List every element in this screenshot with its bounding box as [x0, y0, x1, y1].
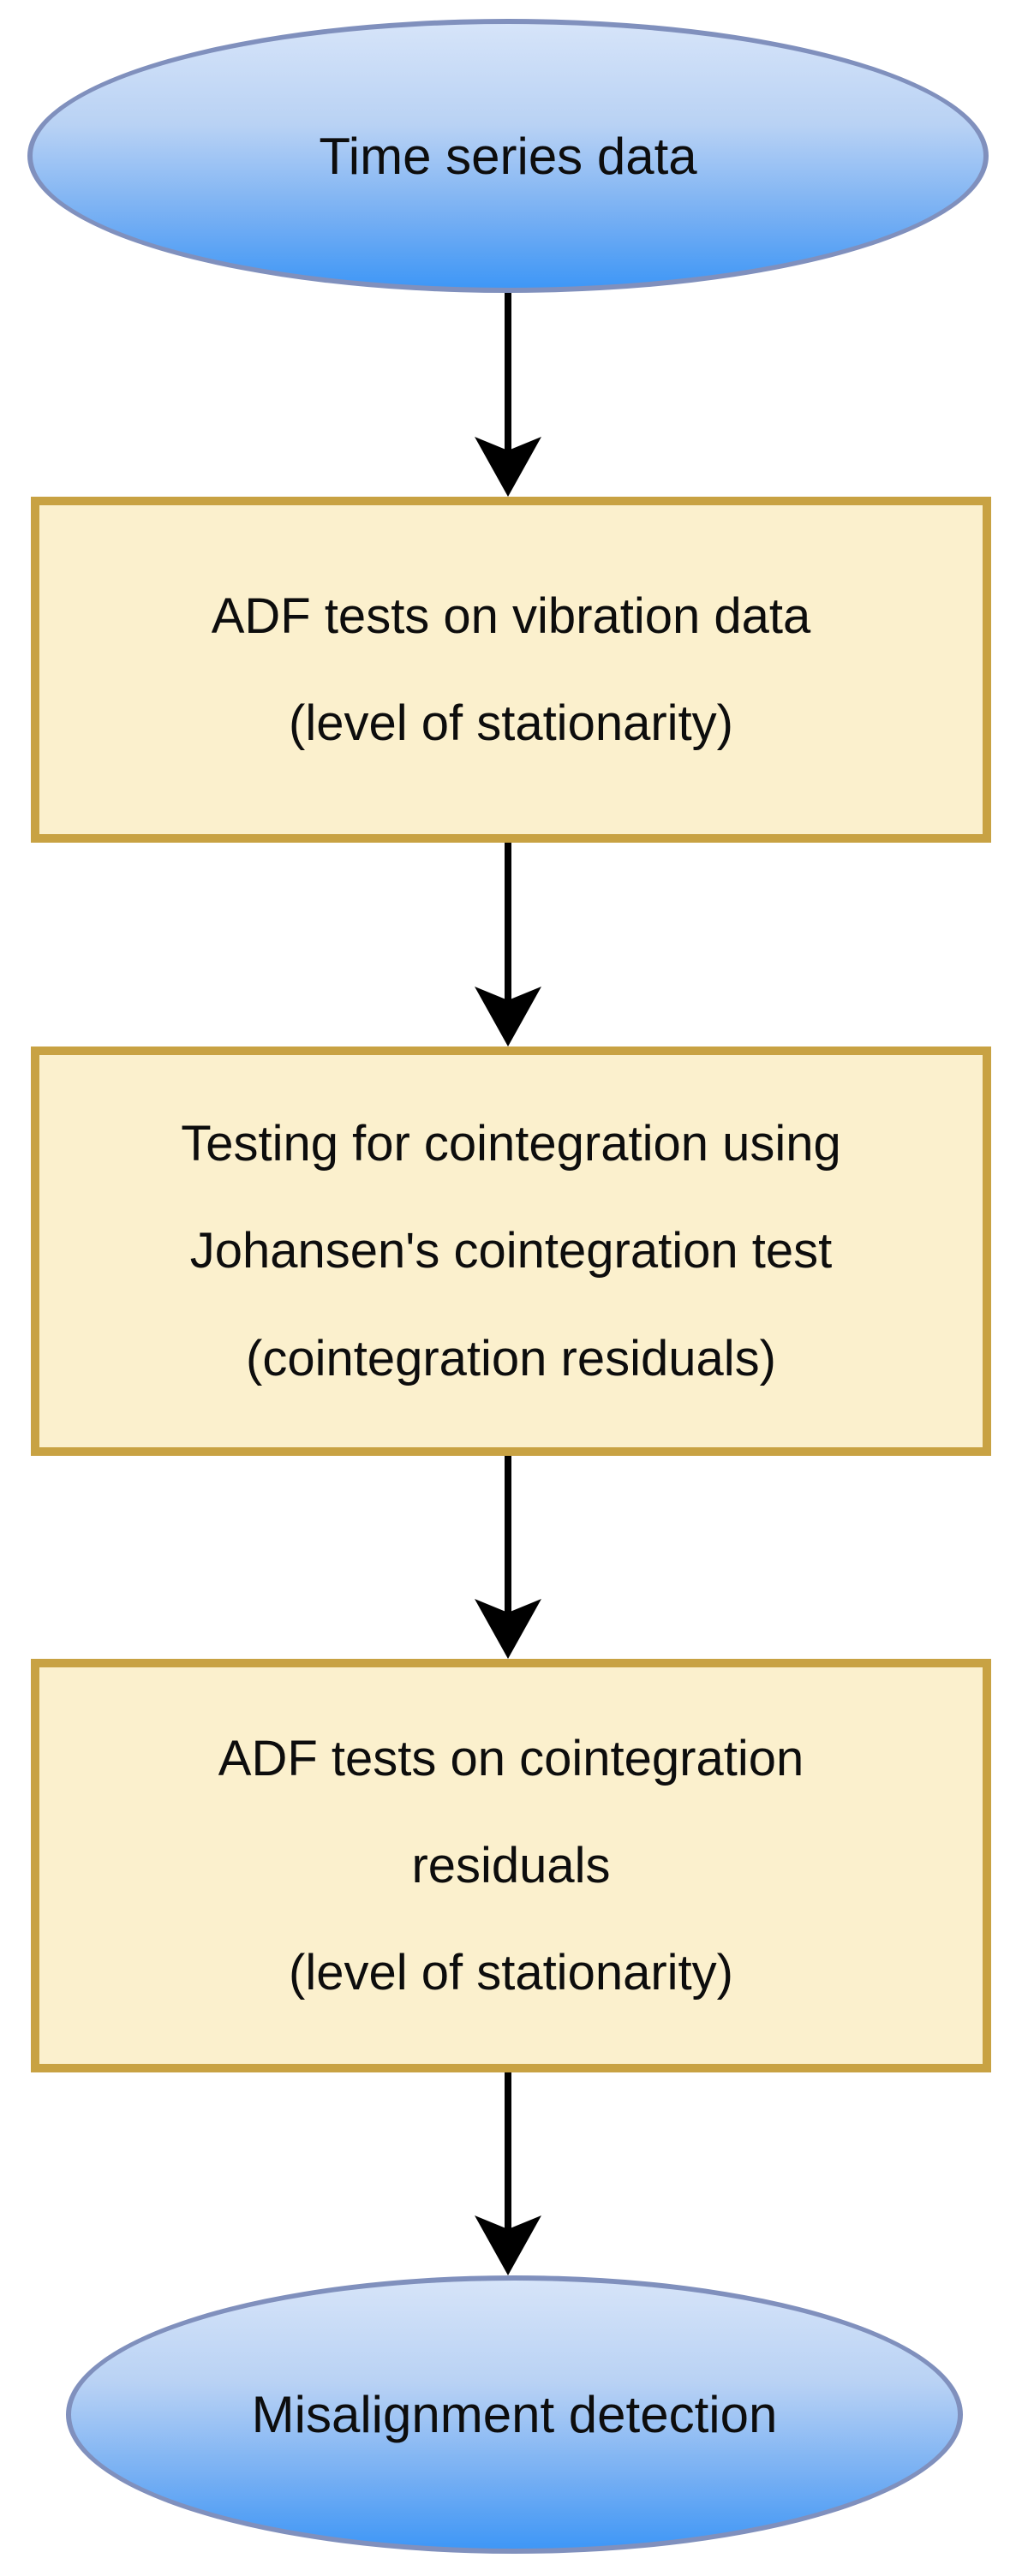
flow-arrow: [475, 843, 541, 1046]
flow-arrow: [475, 1456, 541, 1659]
flowchart-node-end: Misalignment detection: [66, 2275, 963, 2554]
arrow-shaft: [505, 843, 511, 1023]
node-label: Testing for cointegration using Johansen…: [181, 1116, 841, 1386]
flow-arrow: [475, 293, 541, 497]
node-label: Misalignment detection: [251, 2386, 778, 2443]
flowchart-node-johansen-test: Testing for cointegration using Johansen…: [31, 1046, 991, 1456]
arrow-shaft: [505, 2072, 511, 2251]
arrow-down-icon: [475, 1599, 541, 1659]
flowchart-node-adf-residuals: ADF tests on cointegration residuals (le…: [31, 1659, 991, 2072]
arrow-shaft: [505, 293, 511, 473]
flowchart-node-start: Time series data: [27, 19, 989, 293]
flowchart-node-adf-vibration: ADF tests on vibration data (level of st…: [31, 497, 991, 843]
node-label: ADF tests on vibration data (level of st…: [211, 587, 811, 751]
arrow-down-icon: [475, 437, 541, 497]
flow-arrow: [475, 2072, 541, 2275]
node-label: Time series data: [319, 127, 697, 185]
arrow-down-icon: [475, 987, 541, 1046]
arrow-down-icon: [475, 2215, 541, 2275]
arrow-shaft: [505, 1456, 511, 1635]
node-label: ADF tests on cointegration residuals (le…: [218, 1730, 804, 2001]
